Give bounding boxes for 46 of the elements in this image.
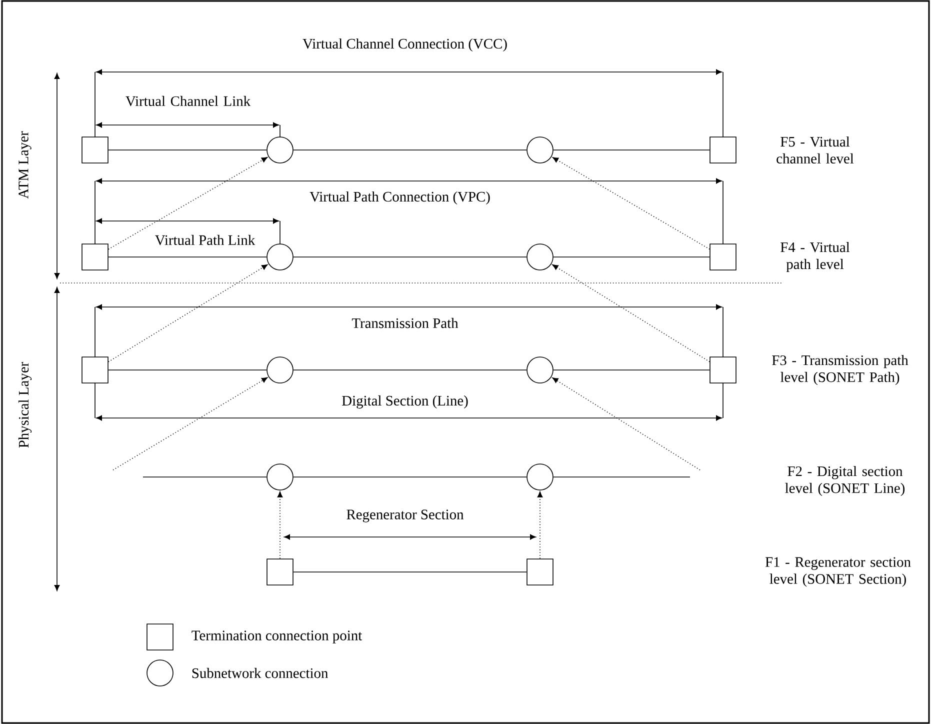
arrow <box>552 377 700 470</box>
subnetwork-circle <box>266 136 294 164</box>
connection-line <box>142 476 267 478</box>
dimension-label: Virtual Path Link <box>155 234 256 246</box>
level-label: F3 - Transmission path level (SONET Path) <box>772 354 908 386</box>
dimension-label: Regenerator Section <box>346 510 464 522</box>
level-label: F4 - Virtual path level <box>780 242 850 272</box>
subnetwork-circle <box>526 464 554 490</box>
termination-square <box>526 558 554 586</box>
connection-line <box>293 256 527 258</box>
arrow <box>112 377 268 470</box>
arrow <box>277 491 283 559</box>
termination-square <box>710 356 736 384</box>
connection-line <box>553 476 690 478</box>
arrow <box>108 157 268 250</box>
termination-square <box>82 244 108 270</box>
dimension-label: Virtual Channel Connection (VCC) <box>302 38 507 52</box>
level-label: F5 - Virtual channel level <box>776 136 854 164</box>
termination-square <box>710 136 736 164</box>
termination-square <box>82 136 108 164</box>
dimension-label: Virtual Path Connection (VPC) <box>310 191 490 205</box>
layer-label: Physical Layer <box>18 362 32 448</box>
connection-line <box>108 256 267 258</box>
subnetwork-circle <box>266 356 294 384</box>
level-label: F1 - Regenerator section level (SONET Section) <box>765 557 911 587</box>
connection-line <box>293 476 527 478</box>
subnetwork-circle <box>526 136 554 164</box>
arrow <box>552 157 710 250</box>
level-label: F2 - Digital section level (SONET Line) <box>785 466 905 496</box>
dimension-label: Virtual Channel Link <box>126 96 251 106</box>
arrow <box>108 264 268 362</box>
arrow <box>552 264 710 362</box>
subnetwork-circle <box>526 244 554 270</box>
connection-line <box>553 256 710 258</box>
legend-text: Termination connection point <box>192 630 362 644</box>
arrow <box>537 491 543 559</box>
legend-text: Subnetwork connection <box>192 668 328 678</box>
dimension-label: Transmission Path <box>352 318 458 328</box>
subnetwork-circle <box>526 356 554 384</box>
subnetwork-circle <box>266 464 294 490</box>
subnetwork-circle <box>266 244 294 270</box>
termination-square <box>710 244 736 270</box>
termination-square <box>266 558 294 586</box>
termination-square <box>82 356 108 384</box>
dimension-label: Digital Section (Line) <box>342 395 468 409</box>
layer-label: ATM Layer <box>18 131 32 199</box>
